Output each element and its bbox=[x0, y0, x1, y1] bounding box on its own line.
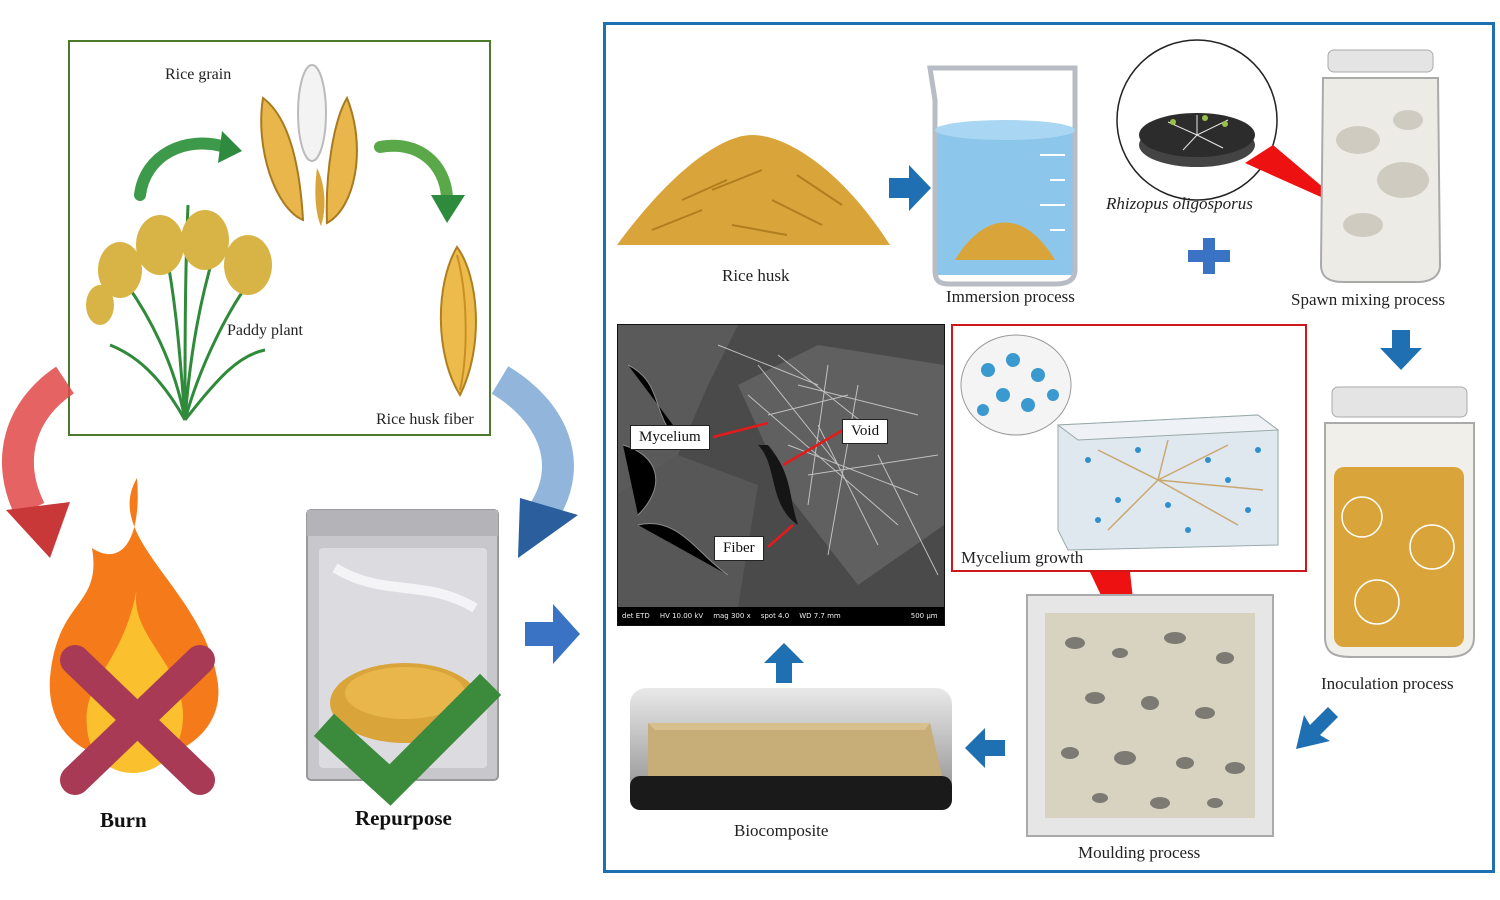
curved-arrow-to-burn bbox=[2, 366, 75, 558]
inoculation-jar-illustration bbox=[1324, 386, 1475, 658]
curved-arrow-to-repurpose bbox=[491, 366, 578, 558]
arrow-up-icon bbox=[764, 643, 804, 683]
arrow-down-left-icon bbox=[1296, 707, 1338, 749]
burn-label: Burn bbox=[100, 808, 147, 832]
arrow-left-icon bbox=[965, 728, 1005, 768]
rice-husk-fiber-label: Rice husk fiber bbox=[376, 411, 474, 428]
rice-husk-label: Rice husk bbox=[722, 266, 790, 285]
cross-icon bbox=[60, 645, 215, 795]
sem-texture bbox=[618, 325, 944, 607]
plus-icon bbox=[1188, 238, 1230, 274]
void-tag: Void bbox=[842, 419, 889, 444]
sem-databar-wd: WD 7.7 mm bbox=[799, 612, 841, 620]
check-icon bbox=[313, 673, 502, 806]
immersion-process-label: Immersion process bbox=[946, 287, 1075, 306]
fiber-tag: Fiber bbox=[714, 536, 764, 561]
mycelium-tag: Mycelium bbox=[630, 425, 710, 450]
rice-lifecycle-panel bbox=[68, 40, 491, 436]
sem-micrograph: Mycelium Void Fiber det ETD HV 10.00 kV … bbox=[617, 324, 945, 626]
rice-grain-illustration bbox=[260, 64, 358, 226]
sem-databar-scale: 500 µm bbox=[910, 612, 938, 620]
paddy-plant-label: Paddy plant bbox=[227, 322, 303, 339]
biocomposite-label: Biocomposite bbox=[734, 821, 829, 840]
process-panel bbox=[603, 22, 1495, 873]
biocomposite-photo bbox=[630, 688, 952, 810]
inoculation-label: Inoculation process bbox=[1321, 674, 1454, 693]
sem-databar: det ETD HV 10.00 kV mag 300 x spot 4.0 W… bbox=[618, 607, 944, 625]
sem-databar-mag: mag 300 x bbox=[713, 612, 751, 620]
rhizopus-label: Rhizopus oligosporus bbox=[1106, 194, 1253, 213]
arrow-down-icon bbox=[1380, 330, 1422, 370]
spawn-jar-illustration bbox=[1319, 49, 1442, 283]
mycelium-block-illustration bbox=[960, 334, 1280, 551]
moulding-tray-illustration bbox=[1026, 594, 1274, 837]
sem-databar-spot: spot 4.0 bbox=[760, 612, 790, 620]
rice-husk-fiber-illustration bbox=[439, 245, 477, 398]
paddy-plant-illustration bbox=[86, 204, 272, 421]
rice-grain-label: Rice grain bbox=[165, 66, 232, 83]
sem-databar-hv: HV 10.00 kV bbox=[659, 612, 704, 620]
sem-databar-det: det ETD bbox=[622, 612, 650, 620]
rice-husk-pile-illustration bbox=[617, 135, 890, 245]
moulding-label: Moulding process bbox=[1078, 843, 1201, 862]
arrow-right-icon bbox=[889, 165, 931, 211]
repurpose-label: Repurpose bbox=[355, 806, 452, 830]
petri-dish-illustration bbox=[1116, 39, 1278, 201]
beaker-illustration bbox=[927, 65, 1078, 287]
curved-arrow-grain-to-fiber bbox=[374, 139, 465, 223]
curved-arrow-plant-to-grain bbox=[134, 131, 242, 201]
spawn-mixing-label: Spawn mixing process bbox=[1291, 290, 1445, 309]
mycelium-growth-label: Mycelium growth bbox=[961, 548, 1084, 567]
arrow-right-icon bbox=[525, 604, 580, 664]
